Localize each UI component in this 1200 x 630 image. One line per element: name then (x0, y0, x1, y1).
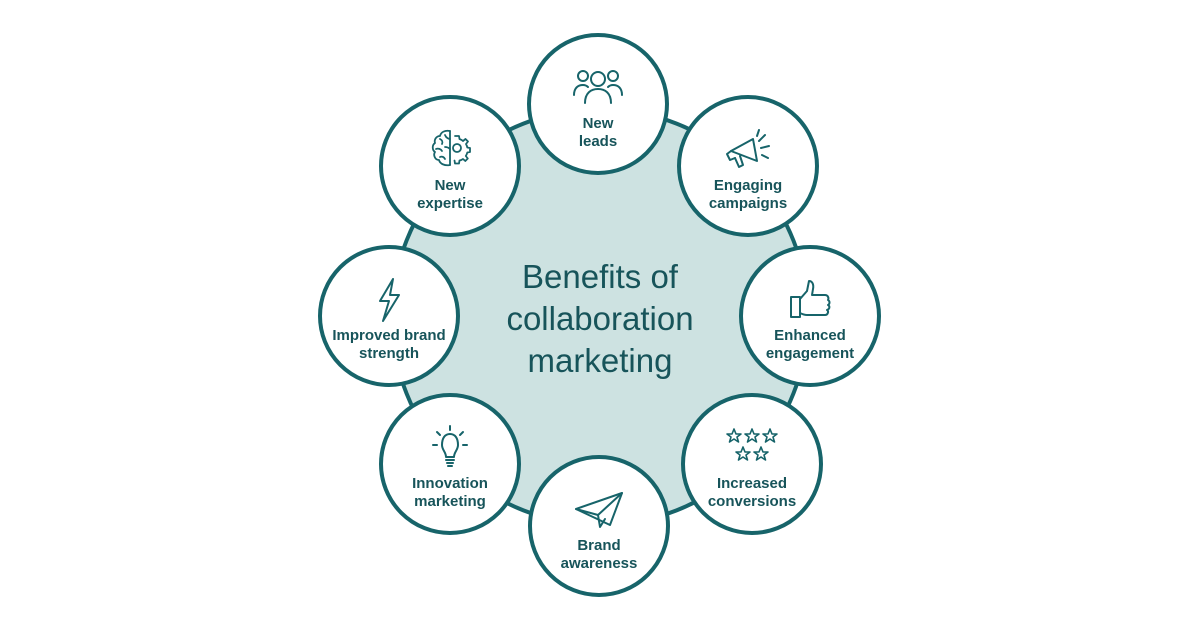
benefit-node-increased-conversions: Increased conversions (681, 393, 823, 535)
title-line-2: collaboration (506, 300, 694, 337)
benefit-label: Engaging campaigns (708, 177, 788, 212)
benefit-label: New leads (578, 115, 618, 150)
megaphone-icon (721, 127, 775, 173)
benefit-node-innovation-marketing: Innovation marketing (379, 393, 521, 535)
benefit-label: Brand awareness (560, 537, 638, 572)
benefit-node-enhanced-engagement: Enhanced engagement (739, 245, 881, 387)
lightbulb-icon (423, 425, 477, 471)
benefit-label: Improved brand strength (332, 327, 446, 362)
paper-plane-icon (572, 487, 626, 533)
benefit-label: New expertise (417, 177, 483, 212)
title-line-1: Benefits of (522, 258, 678, 295)
diagram-title: Benefits of collaboration marketing (450, 256, 750, 382)
benefit-node-engaging-campaigns: Engaging campaigns (677, 95, 819, 237)
stars-icon (725, 425, 779, 471)
brain-gear-icon (423, 127, 477, 173)
benefit-node-improved-brand-strength: Improved brand strength (318, 245, 460, 387)
benefit-label: Increased conversions (707, 475, 797, 510)
title-line-3: marketing (527, 342, 673, 379)
thumbs-up-icon (783, 277, 837, 323)
benefit-label: Innovation marketing (412, 475, 488, 510)
lightning-bolt-icon (362, 277, 416, 323)
benefit-node-new-leads: New leads (527, 33, 669, 175)
benefit-label: Enhanced engagement (765, 327, 855, 362)
people-icon (571, 65, 625, 111)
benefit-node-brand-awareness: Brand awareness (528, 455, 670, 597)
benefit-node-new-expertise: New expertise (379, 95, 521, 237)
